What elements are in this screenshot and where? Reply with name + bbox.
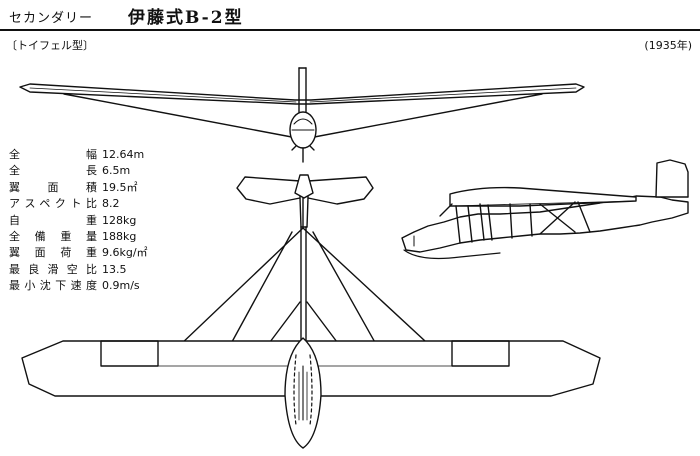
spec-row-min-sink: 最小沈下速度 0.9m/s: [9, 278, 148, 294]
spec-value: 9.6kg/㎡: [102, 246, 148, 260]
category-label: セカンダリー: [9, 11, 94, 26]
spec-value: 188kg: [102, 230, 137, 244]
spec-row-length: 全長 6.5m: [9, 163, 148, 179]
spec-value: 128kg: [102, 213, 137, 227]
spec-label: 全長: [9, 164, 97, 178]
spec-label: 全備重量: [9, 230, 97, 244]
spec-label: 自重: [9, 213, 97, 227]
spec-label: 翼面荷重: [9, 246, 97, 260]
spec-label: 全幅: [9, 148, 97, 161]
spec-row-wing-area: 翼面積 19.5㎡: [9, 180, 148, 196]
header-rule: [0, 29, 700, 31]
spec-label: アスペクト比: [9, 197, 97, 211]
top-view: [21, 174, 601, 449]
spec-value: 12.64m: [102, 148, 145, 161]
spec-value: 13.5: [102, 262, 127, 276]
front-view: [19, 67, 585, 163]
spec-value: 19.5㎡: [102, 180, 138, 194]
spec-row-span: 全幅 12.64m: [9, 147, 148, 163]
spec-label: 最小沈下速度: [9, 279, 97, 293]
side-view: [401, 159, 689, 260]
spec-value: 8.2: [102, 197, 120, 211]
spec-row-glide-ratio: 最良滑空比 13.5: [9, 262, 148, 278]
spec-table: 全幅 12.64m 全長 6.5m 翼面積 19.5㎡ アスペクト比 8.2 自…: [9, 147, 148, 295]
page-header: セカンダリー 伊藤式B-2型: [0, 0, 700, 31]
spec-label: 最良滑空比: [9, 262, 97, 276]
spec-label: 翼面積: [9, 180, 97, 194]
spec-row-empty-weight: 自重 128kg: [9, 213, 148, 229]
subtitle: 〔トイフェル型〕: [6, 39, 94, 52]
page-title: 伊藤式B-2型: [128, 8, 244, 28]
year-label: (1935年): [644, 39, 692, 52]
spec-value: 0.9m/s: [102, 279, 140, 293]
spec-row-gross-weight: 全備重量 188kg: [9, 229, 148, 245]
spec-value: 6.5m: [102, 164, 131, 178]
spec-row-aspect-ratio: アスペクト比 8.2: [9, 196, 148, 212]
spec-row-wing-loading: 翼面荷重 9.6kg/㎡: [9, 245, 148, 261]
